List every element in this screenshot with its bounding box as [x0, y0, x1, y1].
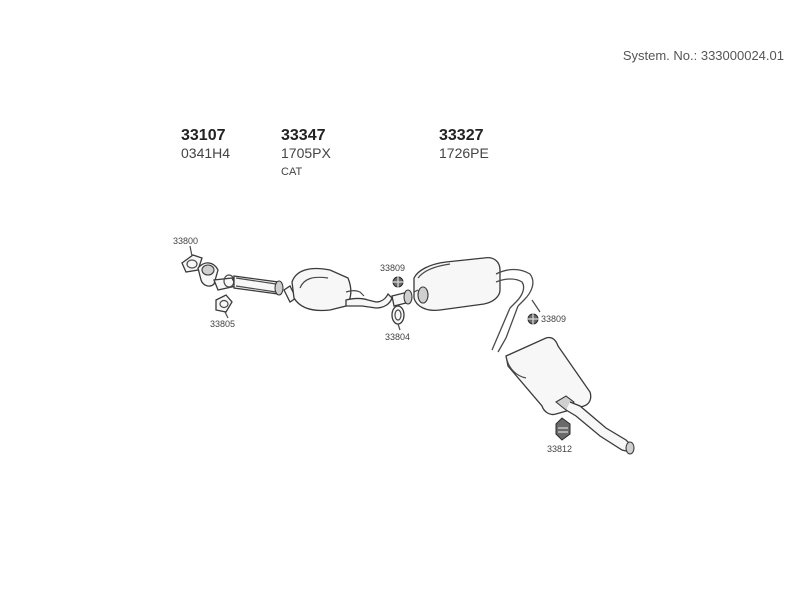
callout-33809-mid: 33809	[380, 263, 405, 273]
leader-line	[224, 311, 229, 319]
part-code: 0341H4	[181, 145, 231, 161]
part-label-catalytic-converter: 33347 1705PX CAT	[281, 126, 331, 180]
callout-33805: 33805	[210, 319, 235, 329]
front-flange-gasket	[181, 254, 203, 273]
part-number: 33327	[439, 127, 484, 144]
mid-clamp	[392, 276, 404, 288]
part-note: CAT	[281, 166, 303, 178]
front-pipe	[197, 262, 284, 296]
part-code: 1726PE	[439, 145, 489, 161]
callout-33809-rear: 33809	[541, 314, 566, 324]
catalytic-converter	[283, 267, 393, 312]
silencer	[391, 256, 541, 353]
rear-hanger	[555, 417, 571, 441]
part-number: 33347	[281, 127, 326, 144]
rear-muffler	[505, 336, 635, 455]
system-number: System. No.: 333000024.01	[622, 48, 784, 63]
rear-clamp	[527, 313, 539, 325]
ring-gasket	[215, 294, 233, 313]
leader-line	[189, 245, 193, 257]
part-number: 33107	[181, 127, 226, 144]
part-label-silencer: 33327 1726PE	[439, 126, 489, 162]
callout-33812: 33812	[547, 444, 572, 454]
callout-33800: 33800	[173, 236, 198, 246]
callout-33804: 33804	[385, 332, 410, 342]
part-code: 1705PX	[281, 145, 331, 161]
part-label-front-pipe: 33107 0341H4	[181, 126, 230, 162]
leader-line	[397, 323, 401, 331]
mid-gasket	[391, 305, 405, 325]
